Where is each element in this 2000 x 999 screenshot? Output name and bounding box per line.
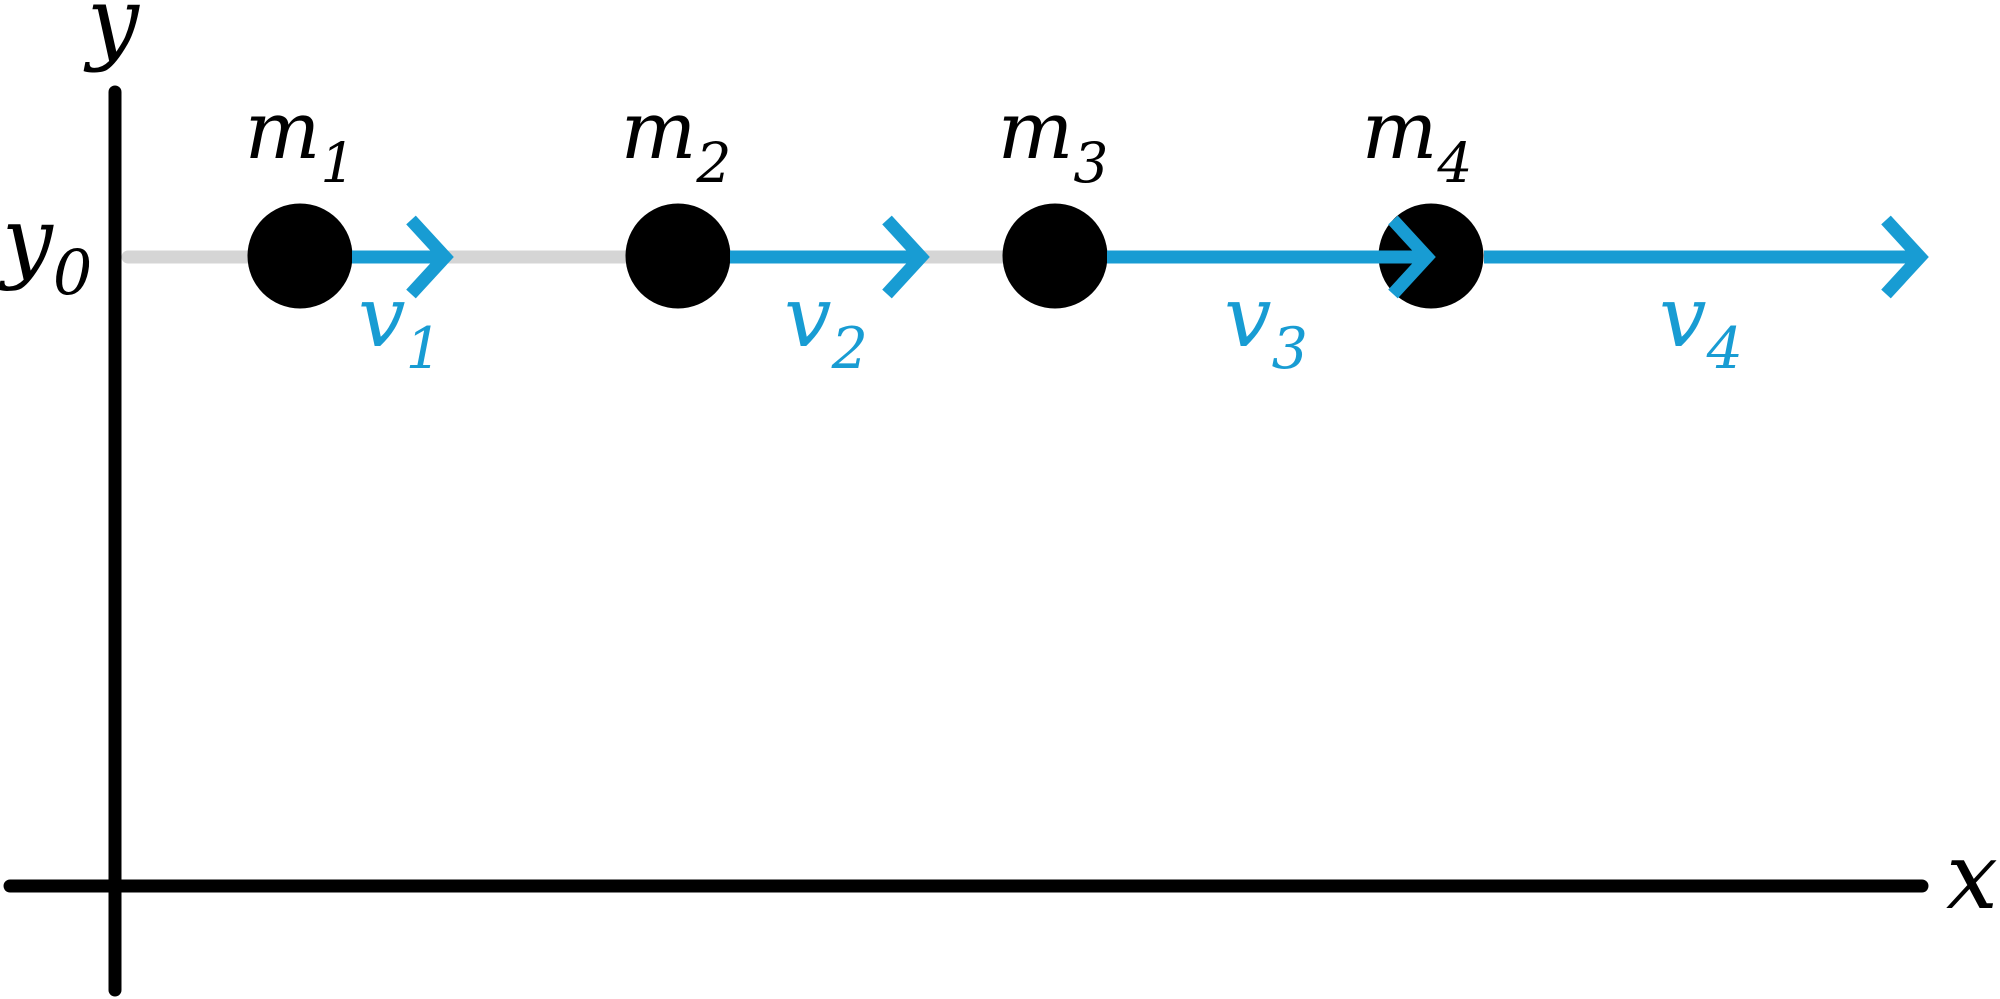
velocity-4-label: v4 [1659, 268, 1743, 382]
y0-label-sub: 0 [53, 236, 92, 309]
velocity-4-arrowhead [1881, 215, 1929, 299]
velocity-1-arrow [352, 215, 454, 299]
velocity-2-arrowhead [882, 215, 930, 299]
velocity-3-arrowhead [1388, 215, 1436, 299]
velocity-3-label: v3 [1224, 268, 1308, 382]
velocity-2-label: v2 [784, 268, 868, 382]
velocity-3-arrow [1107, 215, 1436, 299]
mass-3-circle [1002, 203, 1108, 309]
mass-1-label: m1 [245, 84, 356, 195]
velocity-2-arrow [730, 215, 930, 299]
mass-2-circle [625, 203, 731, 309]
velocity-1-arrowhead [406, 215, 454, 299]
y0-label: y0 [0, 188, 92, 309]
y-axis-label: y [83, 0, 140, 74]
mass-1-circle [247, 203, 353, 309]
x-axis-label: x [1946, 823, 1998, 930]
mass-4-label: m4 [1362, 84, 1473, 195]
mass-2-label: m2 [621, 84, 732, 195]
velocity-4-arrow [1484, 215, 1929, 299]
mass-3-label: m3 [998, 84, 1109, 195]
velocity-1-label: v1 [358, 268, 442, 382]
y0-label-main: y [0, 188, 54, 293]
